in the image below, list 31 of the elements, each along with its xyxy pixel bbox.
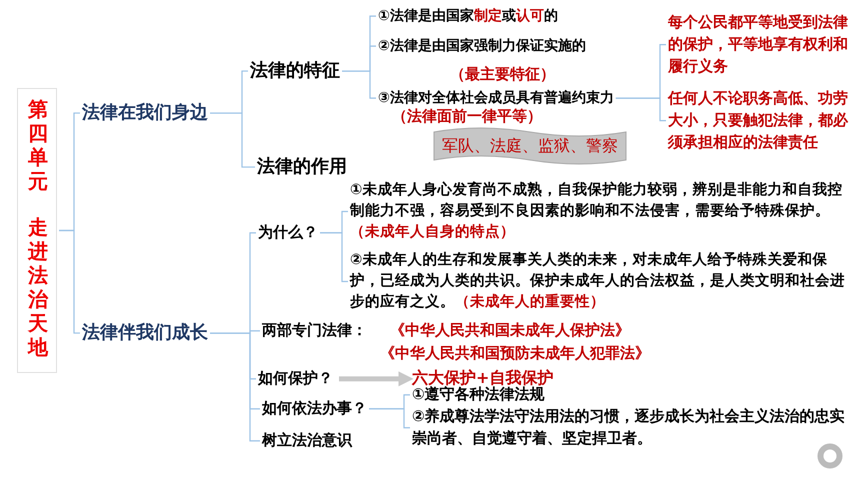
bracket-line xyxy=(616,98,666,122)
note-text: （最主要特征） xyxy=(450,64,555,86)
topic-label: 法律的作用 xyxy=(257,154,347,180)
arrow xyxy=(339,371,414,386)
bracket-line xyxy=(210,332,260,442)
point-text: ①遵守各种法律法规 xyxy=(412,384,545,406)
bracket-line xyxy=(59,230,80,334)
bracket-line xyxy=(342,70,376,99)
question-label: 两部专门法律： xyxy=(262,321,367,339)
question-label: 如何依法办事？ xyxy=(262,398,367,420)
point-text: ②养成尊法学法守法用法的习惯，逐步成长为社会主义法治的忠实崇尚者、自觉遵守着、坚定捍卫者。 xyxy=(412,406,852,450)
bracket-line xyxy=(210,112,255,168)
point-text: ①未成年人身心发育尚不成熟，自我保护能力较弱，辨别是非能力和自我控制能力不强，容易受到不良因素的影响和不法侵害，需要给予特殊保护。（未成年人自身的特点） xyxy=(350,180,845,244)
question-label: 为什么？ xyxy=(258,222,318,244)
title-box: 第四单元 走进法治天地 xyxy=(17,88,57,373)
bracket-line xyxy=(369,408,410,428)
law-title: 《中华人民共和国未成年人保护法》 xyxy=(390,320,630,341)
point-text: ②法律是由国家强制力保证实施的 xyxy=(378,36,586,56)
point-text: ①法律是由国家制定或认可的 xyxy=(378,6,558,26)
question-label: 树立法治意识 xyxy=(262,430,352,452)
point-text: ②未成年人的生存和发展事关人类的未来，对未成年人给予特殊关爱和保护，已经成为人类的共识。保护未成年人的合法权益，是人类文明和社会进步的应有之义。（未成年人的重要性） xyxy=(350,250,850,314)
question-label: 如何保护？ xyxy=(258,368,333,390)
branch-label: 法律伴我们成长 xyxy=(82,320,208,346)
note-text: 每个公民都平等地受到法律的保护，平等地享有权利和履行义务 xyxy=(668,12,853,78)
branch-label: 法律在我们身边 xyxy=(82,100,208,126)
note-text: （法律面前一律平等） xyxy=(392,106,542,128)
note-text: 任何人不论职务高低、功劳大小，只要触犯法律，都必须承担相应的法律责任 xyxy=(668,88,853,154)
point-text: ③法律对全体社会成员具有普遍约束力 xyxy=(378,88,614,108)
topic-label: 法律的特征 xyxy=(250,58,340,84)
bracket-line xyxy=(320,232,348,282)
law-title: 《中华人民共和国预防未成年人犯罪法》 xyxy=(380,343,650,364)
